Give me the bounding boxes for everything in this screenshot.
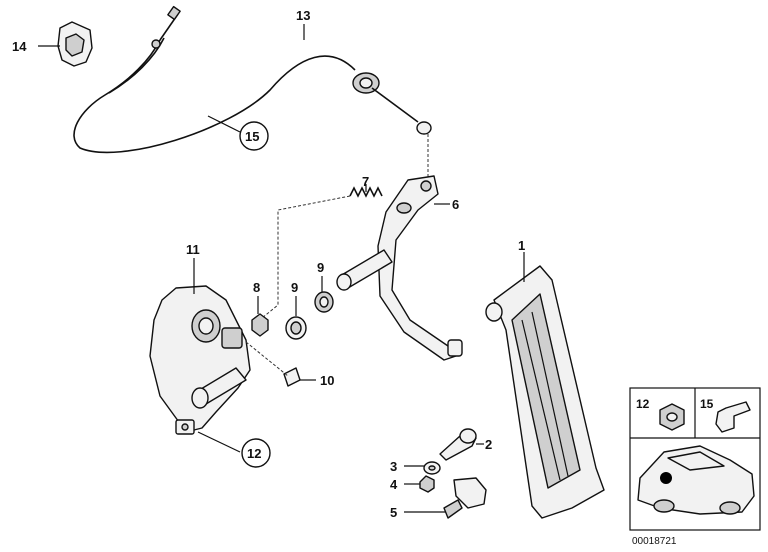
callout-leaders bbox=[38, 24, 525, 513]
callout-7: 7 bbox=[362, 174, 369, 189]
callout-14: 14 bbox=[12, 39, 27, 54]
callout-6: 6 bbox=[452, 197, 459, 212]
inset-nut-label: 12 bbox=[636, 397, 650, 411]
callouts: 14 13 15 7 6 1 11 8 9 9 10 12 2 3 4 5 bbox=[12, 8, 525, 520]
callout-4: 4 bbox=[390, 477, 398, 492]
pedal-arm bbox=[377, 175, 463, 361]
callout-11: 11 bbox=[186, 242, 200, 257]
clip-icon bbox=[715, 401, 751, 433]
callout-5: 5 bbox=[390, 505, 397, 520]
pedal-shaft bbox=[251, 249, 393, 340]
inset-clip-label: 15 bbox=[700, 397, 714, 411]
callout-1: 1 bbox=[518, 238, 525, 253]
pedal-pad bbox=[485, 265, 605, 519]
callout-13: 13 bbox=[296, 8, 310, 23]
throttle-cable bbox=[73, 5, 432, 178]
callout-3: 3 bbox=[390, 459, 397, 474]
inset-panel: 12 15 bbox=[629, 387, 761, 531]
callout-15-circle bbox=[239, 121, 269, 151]
location-marker-icon bbox=[660, 472, 672, 484]
callout-10: 10 bbox=[320, 373, 334, 388]
cable-clip-14 bbox=[57, 21, 93, 67]
return-spring bbox=[261, 186, 383, 319]
callout-9-upper: 9 bbox=[317, 260, 324, 275]
car-location-icon bbox=[637, 445, 755, 515]
fasteners bbox=[419, 428, 487, 519]
callout-2: 2 bbox=[485, 437, 492, 452]
callout-12: 12 bbox=[247, 446, 261, 461]
document-id: 00018721 bbox=[632, 536, 677, 547]
callout-9-lower: 9 bbox=[291, 280, 298, 295]
nut-icon bbox=[659, 403, 685, 431]
callout-15: 15 bbox=[245, 129, 259, 144]
callout-12-circle bbox=[241, 438, 271, 468]
pedal-bracket bbox=[149, 285, 301, 435]
callout-8: 8 bbox=[253, 280, 260, 295]
